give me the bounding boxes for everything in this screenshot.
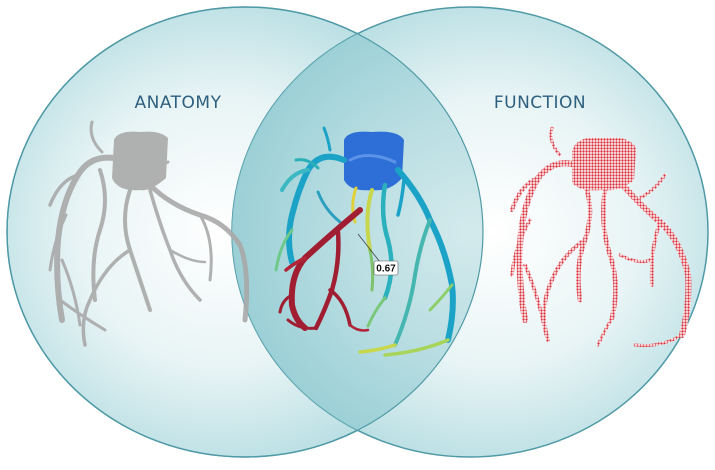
- function-label: FUNCTION: [494, 93, 586, 113]
- anatomy-label: ANATOMY: [135, 93, 222, 113]
- anatomy-aortic-root: [112, 132, 168, 191]
- function-aortic-root: [572, 137, 636, 190]
- ffr-value-label: 0.67: [376, 264, 396, 275]
